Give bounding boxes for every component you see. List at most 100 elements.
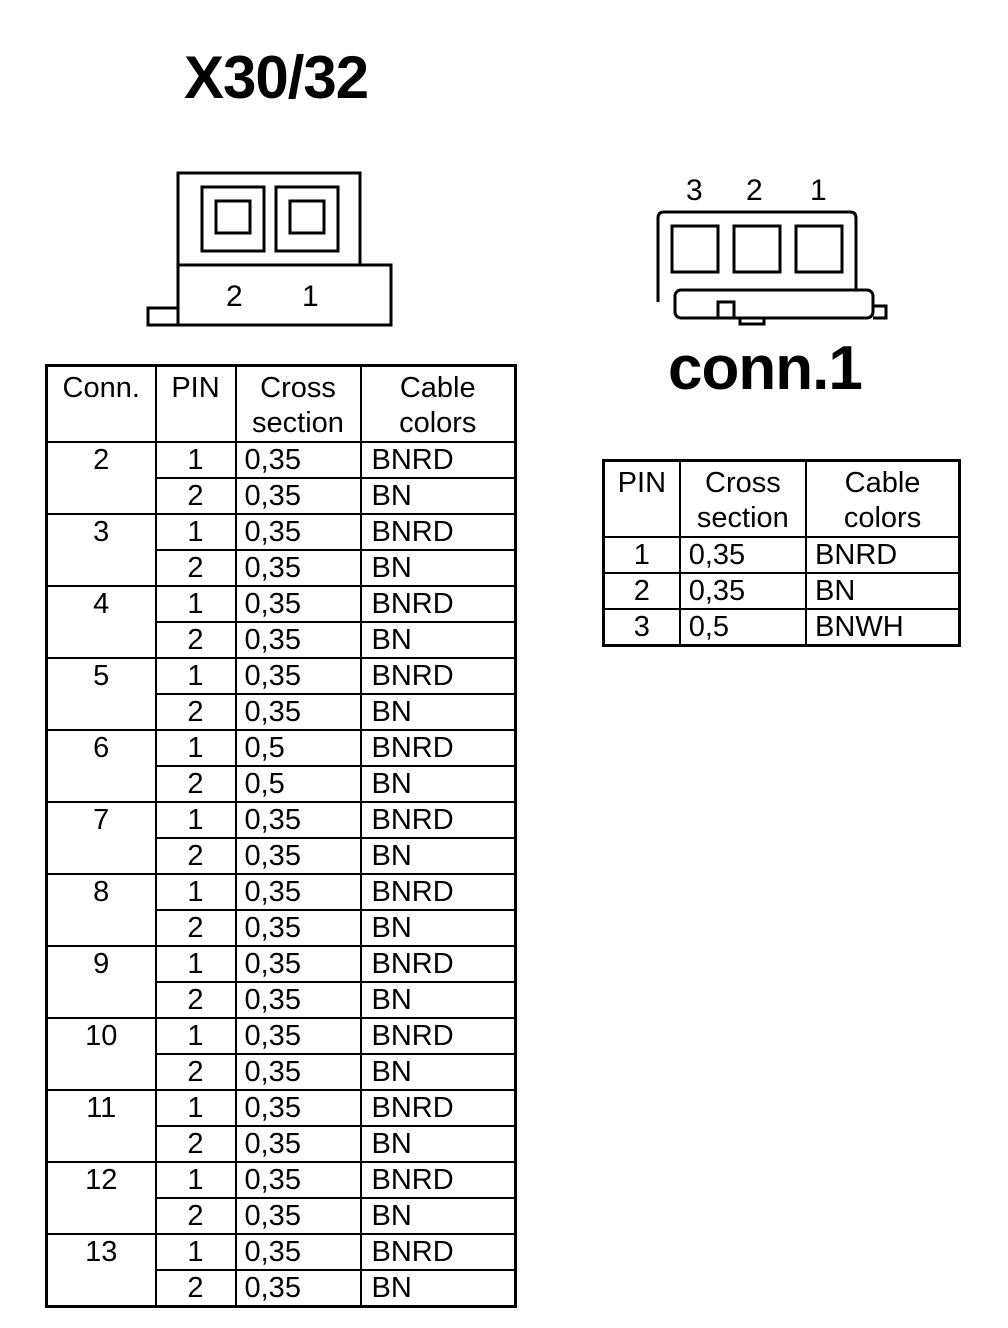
cable-color-cell: BNRD [359, 873, 517, 911]
cross-section-cell: 0,35 [234, 513, 362, 551]
pin-cell: 2 [154, 1125, 237, 1163]
pin-cell: 1 [154, 1161, 237, 1199]
pin-cell: 1 [154, 585, 237, 623]
conn-cell: 2 [45, 441, 157, 515]
cable-color-cell: BN [359, 981, 517, 1019]
pin-cell: 1 [154, 945, 237, 983]
cable-color-cell: BN [359, 1125, 517, 1163]
cross-section-cell: 0,35 [678, 536, 808, 574]
pin-cell: 2 [602, 572, 681, 610]
conn-cell: 13 [45, 1233, 157, 1308]
pin-cell: 2 [154, 1053, 237, 1091]
cable-color-cell: BNRD [359, 657, 517, 695]
cross-section-cell: 0,35 [234, 1233, 362, 1271]
cable-color-cell: BNRD [359, 585, 517, 623]
header-pin: PIN [602, 459, 681, 538]
cable-color-cell: BN [359, 1197, 517, 1235]
conn1-pin-label: 2 [746, 174, 763, 207]
cross-section-cell: 0,35 [234, 621, 362, 659]
cable-color-cell: BN [359, 549, 517, 587]
cross-section-cell: 0,35 [234, 1053, 362, 1091]
cross-section-cell: 0,35 [234, 441, 362, 479]
pin-cell: 2 [154, 1269, 237, 1308]
cross-section-cell: 0,35 [234, 585, 362, 623]
cross-section-cell: 0,35 [234, 693, 362, 731]
cross-section-cell: 0,35 [234, 981, 362, 1019]
cross-section-cell: 0,35 [234, 549, 362, 587]
pin-cell: 1 [154, 1089, 237, 1127]
conn-cell: 3 [45, 513, 157, 587]
conn-cell: 10 [45, 1017, 157, 1091]
pin-cell: 2 [154, 909, 237, 947]
cross-section-cell: 0,35 [234, 1089, 362, 1127]
conn1-pin-label: 1 [810, 174, 827, 207]
cable-color-cell: BN [359, 909, 517, 947]
cross-section-cell: 0,35 [234, 1017, 362, 1055]
header-conn: Conn. [45, 364, 157, 443]
cable-color-cell: BNRD [359, 1017, 517, 1055]
x30-pin-label: 1 [302, 280, 319, 313]
cable-color-cell: BN [359, 477, 517, 515]
cable-color-cell: BN [359, 1269, 517, 1308]
pin-cell: 1 [154, 729, 237, 767]
conn-cell: 11 [45, 1089, 157, 1163]
cross-section-cell: 0,35 [234, 1269, 362, 1308]
cross-section-cell: 0,35 [234, 1125, 362, 1163]
x30-pin-label: 2 [226, 280, 243, 313]
pin-cell: 2 [154, 549, 237, 587]
pin-cell: 1 [154, 513, 237, 551]
cross-section-cell: 0,5 [678, 608, 808, 647]
cross-section-cell: 0,35 [234, 477, 362, 515]
pin-cell: 3 [602, 608, 681, 647]
pin-cell: 2 [154, 621, 237, 659]
pin-cell: 2 [154, 765, 237, 803]
cable-color-cell: BN [359, 621, 517, 659]
x30-connector-drawing: 2 1 [146, 171, 393, 327]
pin-cell: 2 [154, 837, 237, 875]
cable-color-cell: BN [359, 765, 517, 803]
cable-color-cell: BNRD [359, 441, 517, 479]
conn-cell: 12 [45, 1161, 157, 1235]
conn-cell: 4 [45, 585, 157, 659]
header-pin: PIN [154, 364, 237, 443]
cross-section-cell: 0,35 [678, 572, 808, 610]
cable-color-cell: BNRD [805, 536, 961, 574]
pin-cell: 2 [154, 477, 237, 515]
pin-cell: 2 [154, 981, 237, 1019]
cross-section-cell: 0,35 [234, 945, 362, 983]
cross-section-cell: 0,35 [234, 1197, 362, 1235]
x30-title: X30/32 [184, 44, 369, 111]
cable-color-cell: BNRD [359, 1089, 517, 1127]
cable-color-cell: BNRD [359, 801, 517, 839]
conn-cell: 8 [45, 873, 157, 947]
cable-color-cell: BN [805, 572, 961, 610]
